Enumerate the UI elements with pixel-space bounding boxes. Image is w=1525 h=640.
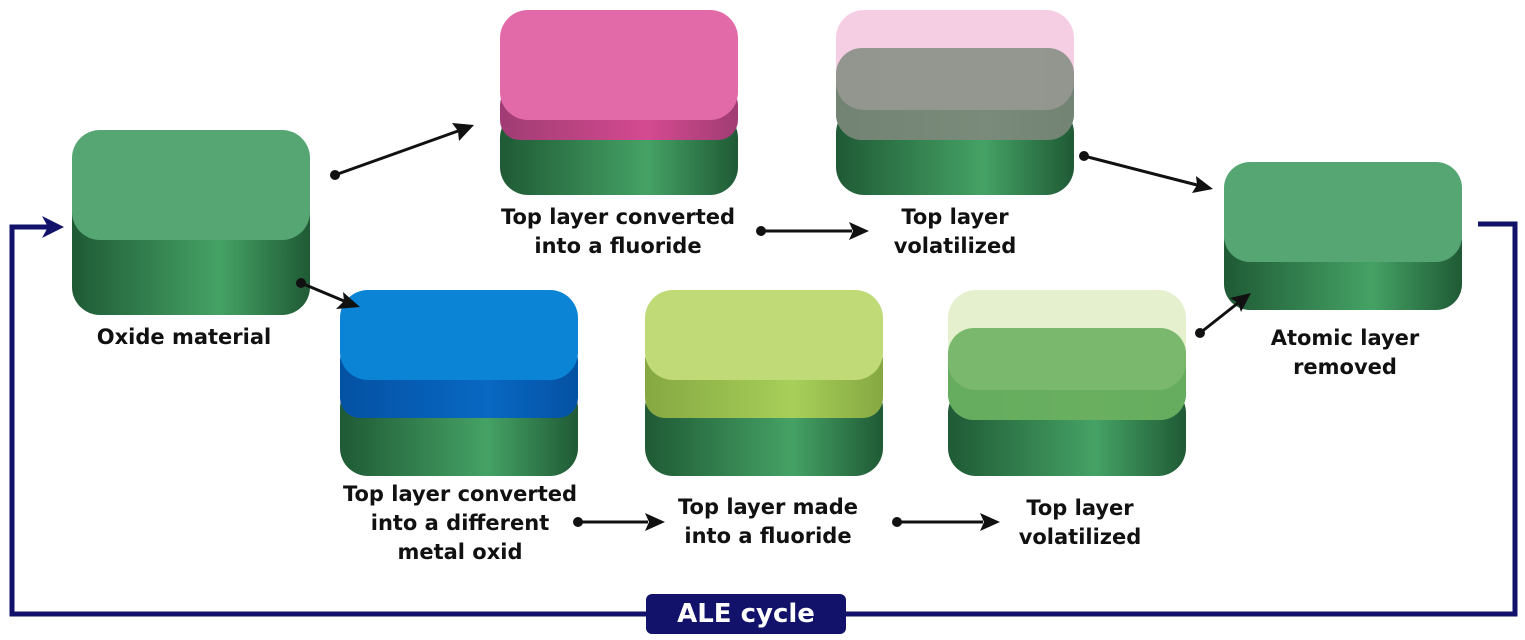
block-volatilized-bottom <box>948 290 1186 476</box>
cycle-line-left <box>9 224 646 617</box>
arrow-oxide-to-fluoride <box>330 123 474 180</box>
block-oxide-material <box>72 130 310 315</box>
arrow-oxide-to-metal-oxide <box>296 278 360 309</box>
label-metal-oxide: Top layer converted into a different met… <box>342 482 578 564</box>
block-metal-oxide <box>340 290 578 476</box>
cycle-loop <box>9 216 1518 617</box>
ale-cycle-badge: ALE cycle <box>646 594 846 634</box>
arrow-volatilized-to-removed <box>1079 151 1213 193</box>
cycle-arrowhead <box>42 216 64 238</box>
arrow-fluoride-to-volatilized <box>756 222 869 240</box>
block-fluoride-bottom <box>645 290 883 476</box>
label-top-layer-volatilized-bottom: Top layer volatilized <box>1018 496 1142 549</box>
label-atomic-layer-removed: Atomic layer removed <box>1270 326 1420 379</box>
arrow-metal-oxide-to-fluoride <box>573 513 665 531</box>
label-top-layer-volatilized: Top layer volatilized <box>893 205 1017 258</box>
label-oxide-material: Oxide material <box>96 325 272 349</box>
arrow-volatilized-bottom-to-removed <box>1195 293 1251 338</box>
process-arrows <box>296 123 1251 531</box>
label-top-layer-made-fluoride: Top layer made into a fluoride <box>678 495 858 548</box>
cycle-line-right <box>846 221 1518 617</box>
arrow-fluoride-to-volatilized-bottom <box>892 513 1000 531</box>
block-top-fluoride <box>500 10 738 195</box>
block-atomic-removed <box>1224 162 1462 310</box>
label-top-layer-fluoride: Top layer converted into a fluoride <box>500 205 736 258</box>
block-top-volatilized <box>836 10 1074 195</box>
